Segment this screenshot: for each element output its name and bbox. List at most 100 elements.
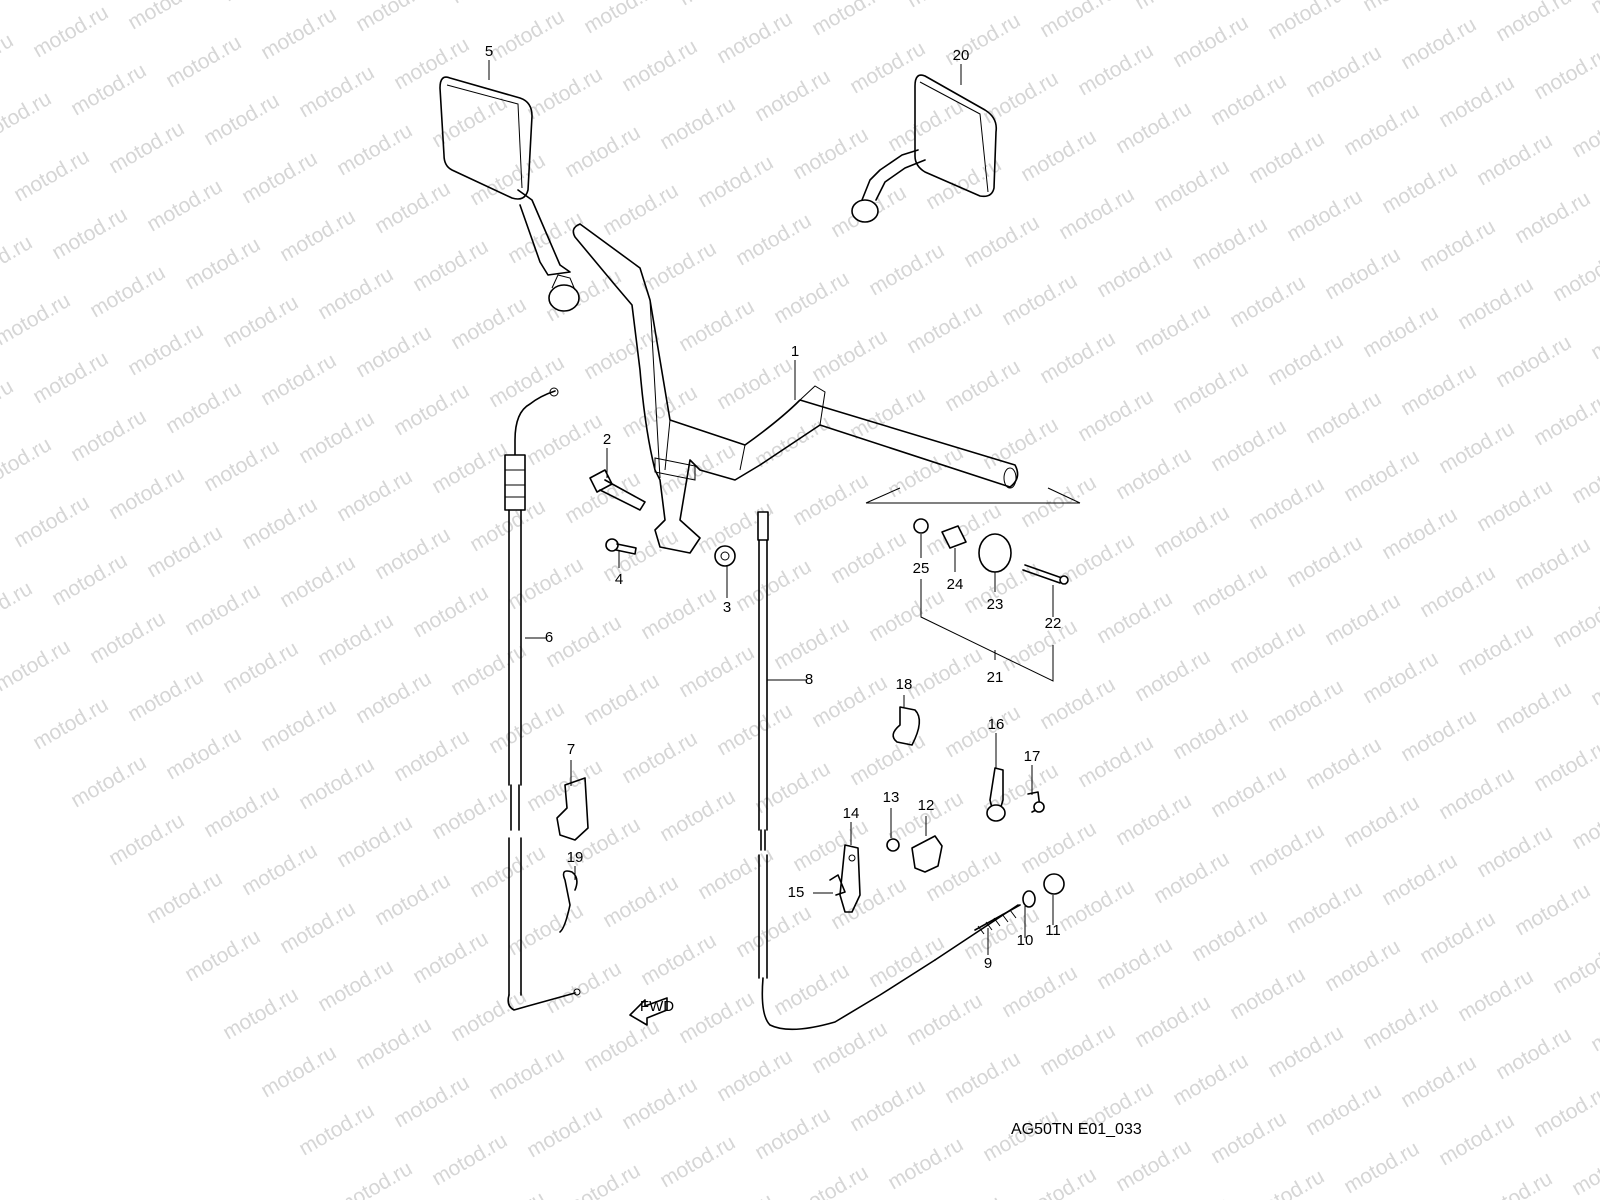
callout-9: 9 <box>984 955 992 972</box>
figure-reference: AG50TN E01_033 <box>1011 1121 1142 1138</box>
watermark-text: motod.ru <box>0 289 74 350</box>
watermark-text: motod.ru <box>1112 97 1195 158</box>
watermark-text: motod.ru <box>1359 301 1442 362</box>
watermark-text: motod.ru <box>1359 647 1442 708</box>
watermark-text: motod.ru <box>29 1 112 62</box>
watermark-text: motod.ru <box>941 701 1024 762</box>
watermark-text: motod.ru <box>1055 183 1138 244</box>
watermark-text: motod.ru <box>1549 591 1600 652</box>
watermark-text: motod.ru <box>1473 1167 1556 1200</box>
watermark-text: motod.ru <box>1397 13 1480 74</box>
watermark-text: motod.ru <box>865 239 948 300</box>
watermark-text: motod.ru <box>1112 1135 1195 1196</box>
watermark-text: motod.ru <box>447 0 530 8</box>
watermark-text: motod.ru <box>1454 619 1537 680</box>
watermark-text: motod.ru <box>656 439 739 500</box>
watermark-text: motod.ru <box>637 929 720 990</box>
watermark-text: motod.ru <box>1169 1049 1252 1110</box>
watermark-text: motod.ru <box>124 319 207 380</box>
lever-14 <box>839 844 861 913</box>
watermark-text: motod.ru <box>10 145 93 206</box>
watermark-text: motod.ru <box>219 0 302 6</box>
watermark-text: motod.ru <box>1264 329 1347 390</box>
watermark-text: motod.ru <box>143 175 226 236</box>
watermark-text: motod.ru <box>390 1071 473 1132</box>
watermark-text: motod.ru <box>580 0 663 38</box>
watermark-text: motod.ru <box>1321 935 1404 996</box>
watermark-text: motod.ru <box>751 757 834 818</box>
watermark-text: motod.ru <box>10 491 93 552</box>
watermark-text: motod.ru <box>162 377 245 438</box>
watermark-text: motod.ru <box>1283 877 1366 938</box>
watermark-text: motod.ru <box>1131 299 1214 360</box>
watermark-text: motod.ru <box>295 407 378 468</box>
watermark-text: motod.ru <box>105 809 188 870</box>
watermark-text: motod.ru <box>1169 703 1252 764</box>
watermark-text: motod.ru <box>276 205 359 266</box>
watermark-text: motod.ru <box>1454 273 1537 334</box>
watermark-text: motod.ru <box>485 351 568 412</box>
watermark-text: motod.ru <box>979 413 1062 474</box>
spring-9 <box>974 904 1021 935</box>
watermark-text: motod.ru <box>1302 1079 1385 1140</box>
watermark-text: motod.ru <box>1473 475 1556 536</box>
watermark-text: motod.ru <box>371 177 454 238</box>
watermark-text: motod.ru <box>1492 1023 1575 1084</box>
watermark-text: motod.ru <box>333 119 416 180</box>
watermark-text: motod.ru <box>827 527 910 588</box>
callout-7: 7 <box>567 741 575 758</box>
bolt-17 <box>1027 791 1045 813</box>
watermark-text: motod.ru <box>466 1187 549 1200</box>
watermark-text: motod.ru <box>1359 993 1442 1054</box>
watermark-text: motod.ru <box>1207 69 1290 130</box>
bracket-16 <box>986 767 1006 822</box>
watermark-text: motod.ru <box>181 579 264 640</box>
watermark-text: motod.ru <box>998 269 1081 330</box>
watermark-text: motod.ru <box>1112 789 1195 850</box>
watermark-text: motod.ru <box>200 89 283 150</box>
watermark-text: motod.ru <box>295 61 378 122</box>
watermark-text: motod.ru <box>466 149 549 210</box>
watermark-text: motod.ru <box>67 59 150 120</box>
watermark-text: motod.ru <box>105 463 188 524</box>
watermark-text: motod.ru <box>409 927 492 988</box>
watermark-text: motod.ru <box>770 959 853 1020</box>
callout-22: 22 <box>1045 615 1062 632</box>
watermark-text: motod.ru <box>1397 359 1480 420</box>
watermark-text: motod.ru <box>0 231 36 292</box>
watermark-text: motod.ru <box>1378 849 1461 910</box>
watermark-text: motod.ru <box>428 437 511 498</box>
watermark-text: motod.ru <box>447 985 530 1046</box>
watermark-text: motod.ru <box>1340 1137 1423 1198</box>
nut-3 <box>714 545 736 567</box>
watermark-text: motod.ru <box>219 637 302 698</box>
watermark-text: motod.ru <box>181 925 264 986</box>
watermark-text: motod.ru <box>0 635 74 696</box>
clamp-7 <box>556 777 589 841</box>
watermark-text: motod.ru <box>675 295 758 356</box>
watermark-text: motod.ru <box>314 955 397 1016</box>
watermark-text: motod.ru <box>1530 1081 1600 1142</box>
watermark-text: motod.ru <box>29 693 112 754</box>
watermark-text: motod.ru <box>1302 733 1385 794</box>
watermark-text: motod.ru <box>1416 561 1499 622</box>
watermark-text: motod.ru <box>257 1041 340 1102</box>
watermark-text: motod.ru <box>1131 0 1214 14</box>
watermark-text: motod.ru <box>1473 821 1556 882</box>
watermark-text: motod.ru <box>1435 763 1518 824</box>
watermark-text: motod.ru <box>656 1131 739 1192</box>
watermark-text: motod.ru <box>504 553 587 614</box>
watermark-text: motod.ru <box>1568 1139 1600 1200</box>
bracket-12 <box>911 835 943 873</box>
watermark-text: motod.ru <box>656 785 739 846</box>
callout-4: 4 <box>615 571 623 588</box>
watermark-text: motod.ru <box>48 549 131 610</box>
watermark-text: motod.ru <box>1492 677 1575 738</box>
watermark-text: motod.ru <box>124 665 207 726</box>
watermark-text: motod.ru <box>523 1101 606 1162</box>
watermark-text: motod.ru <box>599 179 682 240</box>
watermark-text: motod.ru <box>219 983 302 1044</box>
watermark-text: motod.ru <box>1378 503 1461 564</box>
